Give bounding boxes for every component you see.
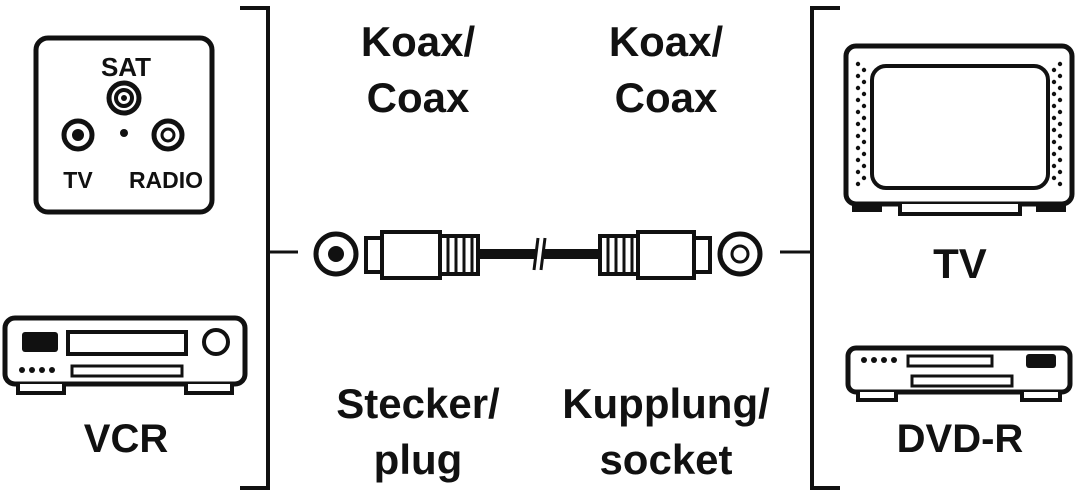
coax-cable: [478, 237, 600, 271]
vcr-label: VCR: [84, 417, 169, 461]
coax-plug-icon: [364, 230, 480, 280]
left-top-label-line1: Koax/: [361, 18, 476, 65]
dvd-recorder-icon: [845, 345, 1073, 402]
left-bracket: [240, 6, 270, 490]
right-top-label-line1: Koax/: [609, 18, 724, 65]
tv-label: TV: [933, 240, 987, 287]
plug-label-line1: Stecker/: [336, 380, 500, 427]
wall-socket-icon: [33, 35, 215, 215]
tv-socket-label: TV: [63, 167, 93, 193]
radio-socket-label: RADIO: [129, 167, 203, 193]
tv-icon: [843, 43, 1075, 216]
right-bracket: [810, 6, 840, 490]
socket-label-line1: Kupplung/: [562, 380, 770, 427]
coax-coupling-icon: [598, 230, 712, 280]
dvdr-label: DVD-R: [897, 417, 1024, 461]
vcr-icon: [2, 315, 248, 395]
left-top-label-line2: Coax: [367, 74, 470, 121]
socket-label-line2: socket: [599, 436, 732, 483]
plug-label-line2: plug: [374, 436, 463, 483]
coax-socket-end-icon: [717, 231, 763, 277]
right-top-label-line2: Coax: [615, 74, 718, 121]
coax-plug-end-icon: [313, 231, 359, 277]
sat-label: SAT: [101, 52, 151, 82]
